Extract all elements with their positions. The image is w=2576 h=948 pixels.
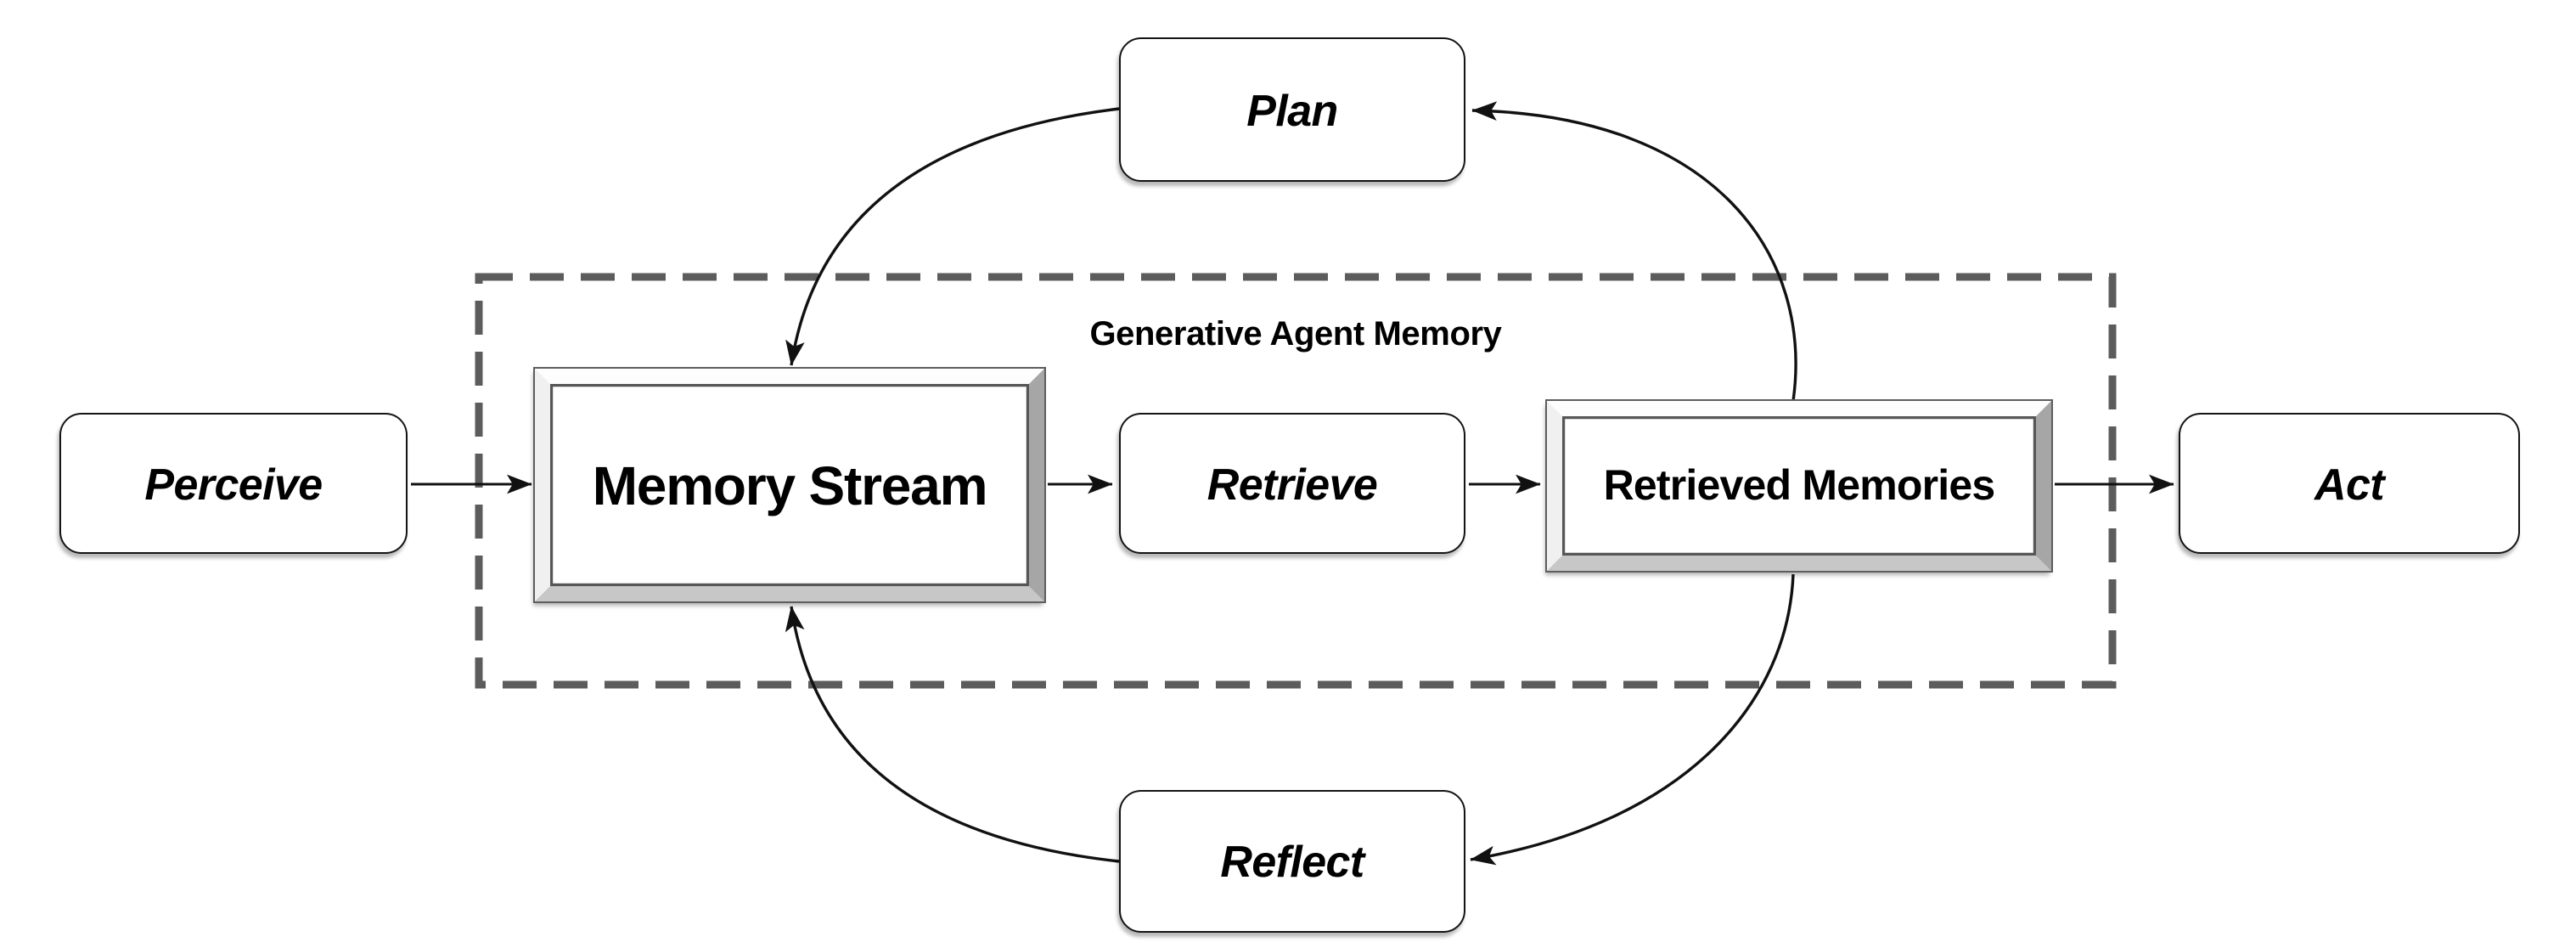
- edge-reflect-to-memory-stream: [785, 606, 1120, 863]
- edge-retrieved-memories-to-plan: [1471, 101, 1797, 402]
- generative-agent-memory-dashed-border: [475, 273, 2117, 689]
- edge-retrieved-memories-to-reflect: [1470, 573, 1795, 866]
- generative-agent-memory-label: Generative Agent Memory: [1089, 316, 1502, 353]
- node-act: Act: [2179, 413, 2520, 554]
- node-plan: Plan: [1119, 37, 1465, 182]
- node-retrieve: Retrieve: [1119, 413, 1465, 554]
- edge-plan-to-memory-stream: [785, 107, 1120, 366]
- node-perceive: Perceive: [59, 413, 408, 554]
- node-retrieved-memories: Retrieved Memories: [1545, 399, 2053, 573]
- node-reflect: Reflect: [1119, 790, 1465, 933]
- node-memory-stream: Memory Stream: [533, 367, 1046, 603]
